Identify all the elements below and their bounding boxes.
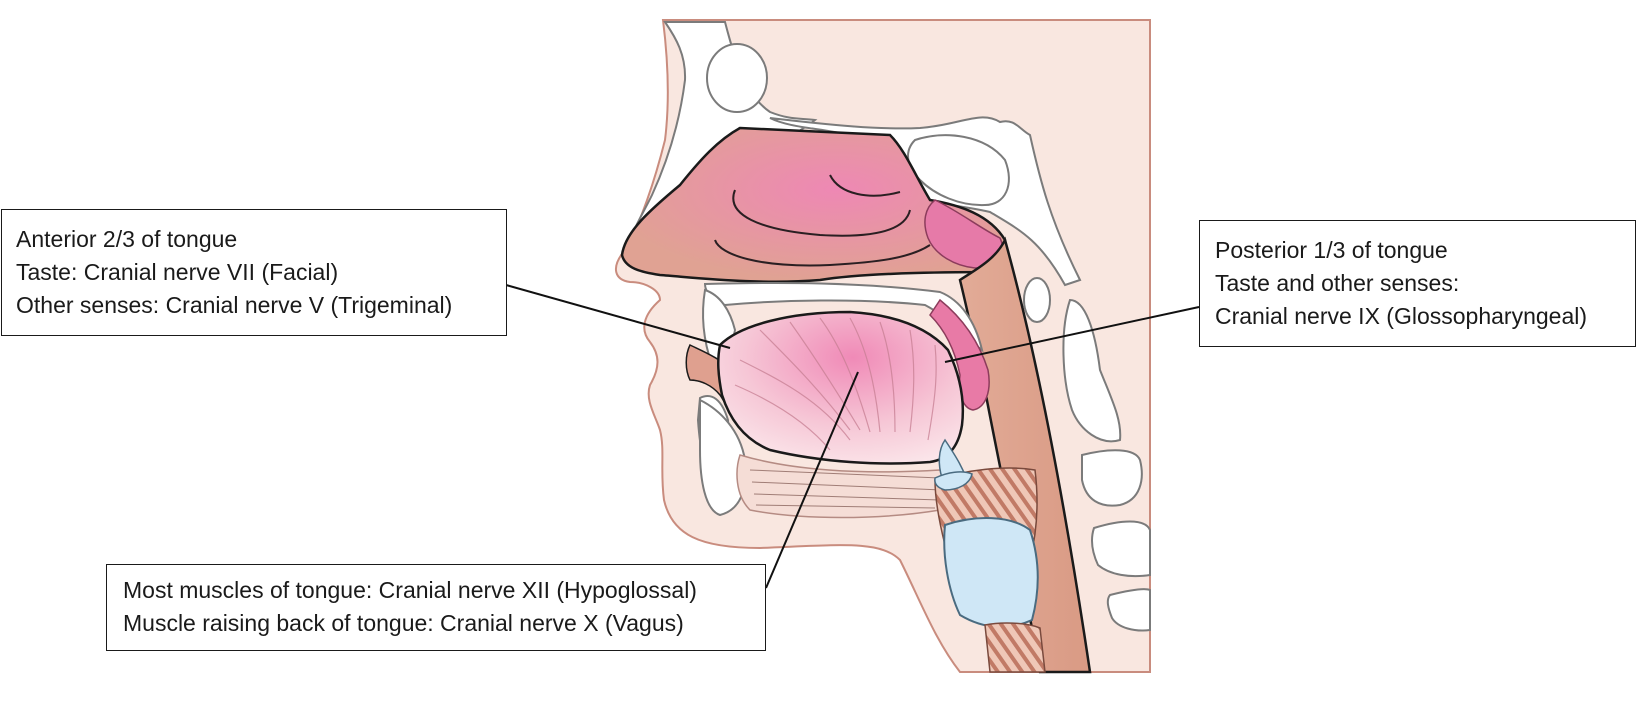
soft-palate [929, 298, 990, 411]
tongue-fibers [734, 317, 937, 451]
leader-line-posterior [944, 306, 1200, 363]
nasal-cavity [620, 126, 1012, 283]
callout-anterior-taste: Taste: Cranial nerve VII (Facial) [16, 259, 339, 285]
thyroid-cartilage [943, 517, 1039, 628]
cervical-vertebrae [1023, 277, 1151, 632]
callout-posterior-nerve: Cranial nerve IX (Glossopharyngeal) [1215, 303, 1588, 329]
tongue [717, 310, 965, 465]
leader-line-muscles [765, 371, 859, 589]
callout-posterior-tongue: Posterior 1/3 of tongue Taste and other … [1199, 220, 1636, 347]
callout-anterior-title: Anterior 2/3 of tongue [16, 226, 238, 252]
floor-muscle-fibers [749, 469, 943, 509]
callout-anterior-other: Other senses: Cranial nerve V (Trigemina… [16, 292, 453, 318]
callout-tongue-muscles: Most muscles of tongue: Cranial nerve XI… [106, 564, 766, 651]
turbinate-lines [714, 174, 931, 267]
callout-anterior-tongue: Anterior 2/3 of tongue Taste: Cranial ne… [1, 209, 507, 336]
leader-line-anterior [505, 284, 731, 349]
callout-posterior-title: Posterior 1/3 of tongue [1215, 237, 1448, 263]
hyoid [934, 471, 973, 491]
callout-posterior-senses: Taste and other senses: [1215, 270, 1460, 296]
frontal-sinus [706, 43, 768, 113]
trachea [984, 622, 1046, 673]
callout-muscles-hypoglossal: Most muscles of tongue: Cranial nerve XI… [123, 577, 697, 603]
adenoid [924, 199, 1004, 269]
callout-muscles-vagus: Muscle raising back of tongue: Cranial n… [123, 610, 684, 636]
